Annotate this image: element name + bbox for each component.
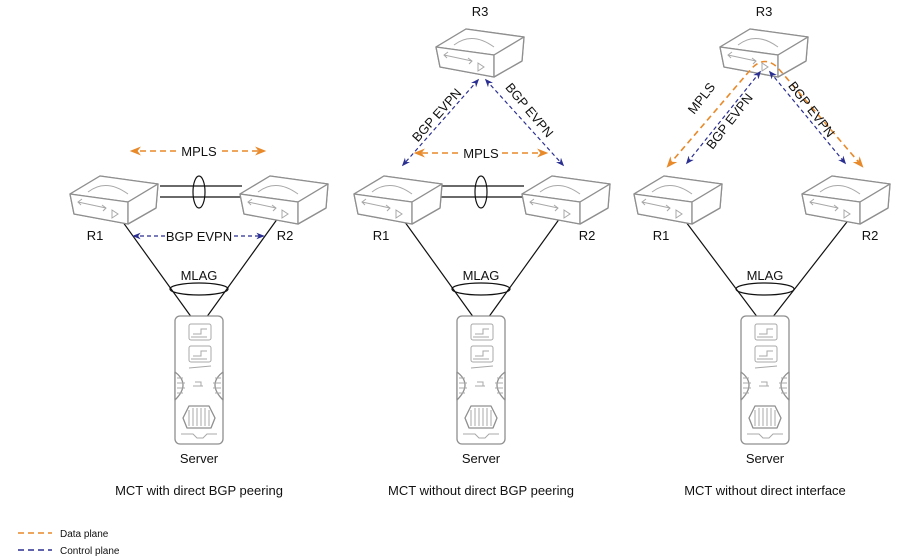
router-r3 [435,28,525,78]
mlag-ring [169,282,229,296]
router-r1 [69,175,159,225]
legend-data-plane-label: Data plane [60,529,109,540]
bgp-evpn-left-label: BGP EVPN [409,85,464,144]
mlag-link-r1 [119,217,193,319]
server-label: Server [180,451,219,466]
panel-no-direct-bgp-peering: BGP EVPN BGP EVPN MPLS R3 R1 R2 MLAG Ser… [353,4,611,498]
legend: Data plane Control plane [18,529,120,557]
r2-label: R2 [862,228,879,243]
panel-direct-bgp-peering: MPLS BGP EVPN R1 R2 MLAG Server MCT with… [69,144,329,498]
panel-caption: MCT without direct interface [684,483,846,498]
lag-ring [192,175,206,209]
server-device [174,315,224,445]
bgp-ctrl-link-r3-r2 [484,78,565,167]
mpls-label: MPLS [685,79,719,116]
router-r2 [521,175,611,225]
mlag-link-r2 [771,217,851,319]
r3-label: R3 [472,4,489,19]
r3-label: R3 [756,4,773,19]
bgp-ctrl-link-r3-r2 [768,70,847,165]
router-r2 [801,175,891,225]
bgp-evpn-right-label: BGP EVPN [502,80,556,140]
mlag-link-r1 [682,217,759,319]
router-r3 [719,28,809,78]
panel-no-direct-interface: MPLS BGP EVPN BGP EVPN R3 R1 R2 MLAG Ser… [633,4,891,498]
server-device [740,315,790,445]
peer-link [160,185,242,198]
mpls-label: MPLS [181,144,217,159]
r2-label: R2 [579,228,596,243]
bgp-evpn-left-label: BGP EVPN [703,91,756,152]
mpls-data-path [666,60,864,168]
mlag-label: MLAG [181,268,218,283]
router-r1 [633,175,723,225]
r2-label: R2 [277,228,294,243]
bgp-ctrl-link-r3-r1 [685,70,762,165]
mlag-link-r2 [487,217,561,319]
mlag-link-r2 [205,217,279,319]
mlag-ring [735,282,795,296]
server-label: Server [462,451,501,466]
bgp-evpn-label: BGP EVPN [166,229,232,244]
router-r1 [353,175,443,225]
r1-label: R1 [87,228,104,243]
mlag-label: MLAG [463,268,500,283]
panel-caption: MCT with direct BGP peering [115,483,283,498]
panel-caption: MCT without direct BGP peering [388,483,574,498]
mlag-ring [451,282,511,296]
bgp-evpn-right-label: BGP EVPN [785,79,838,140]
r1-label: R1 [373,228,390,243]
mpls-label: MPLS [463,146,499,161]
mlag-label: MLAG [747,268,784,283]
lag-ring [474,175,488,209]
peer-link [441,185,524,198]
legend-control-plane-label: Control plane [60,546,120,557]
r1-label: R1 [653,228,670,243]
server-label: Server [746,451,785,466]
router-r2 [239,175,329,225]
mlag-link-r1 [401,217,475,319]
server-device [456,315,506,445]
